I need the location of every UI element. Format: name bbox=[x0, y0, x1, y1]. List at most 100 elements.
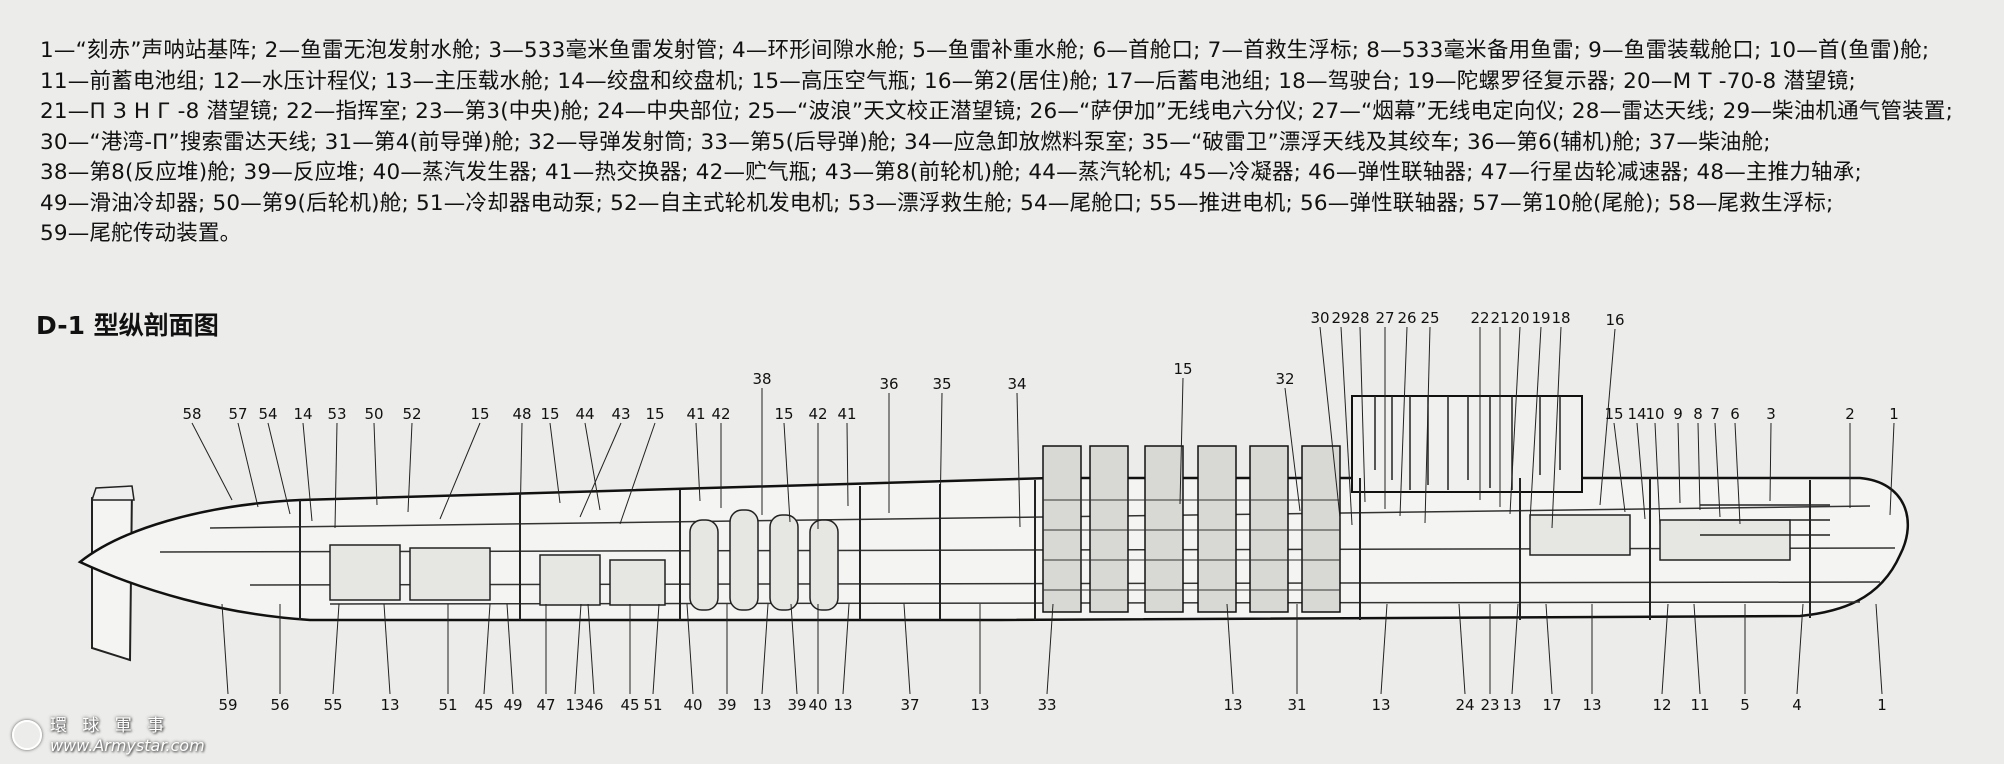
leader-line bbox=[1875, 603, 1883, 695]
callout-number: 15 bbox=[470, 405, 489, 423]
legend-entry: 3—533毫米鱼雷发射管; bbox=[488, 38, 725, 63]
leader-line bbox=[332, 603, 340, 695]
legend-entry: 5—鱼雷补重水舱; bbox=[912, 38, 1086, 63]
callout-number: 16 bbox=[1605, 311, 1624, 329]
legend-entry: 29—柴油机通气管装置; bbox=[1722, 99, 1954, 124]
torpedo-tubes bbox=[1700, 504, 1830, 536]
legend-entry: 54—尾舱口; bbox=[1020, 190, 1143, 216]
legend-entry: 48—主推力轴承; bbox=[1696, 160, 1862, 185]
legend-entry: 23—第3(中央)舱; bbox=[415, 99, 590, 124]
leader-line bbox=[1509, 326, 1521, 515]
callout-number: 8 bbox=[1693, 405, 1703, 423]
leader-line bbox=[1677, 422, 1681, 504]
legend-entry: 16—第2(居住)舱; bbox=[923, 68, 1099, 94]
leader-line bbox=[407, 422, 413, 513]
legend-entry: 9—鱼雷装载舱口; bbox=[1588, 38, 1762, 63]
callout-number: 13 bbox=[833, 696, 852, 714]
legend-entry: 26—“萨伊加”无线电六分仪; bbox=[1029, 99, 1305, 124]
legend-entry: 6—首舱口; bbox=[1092, 38, 1201, 63]
legend-entry: 2—鱼雷无泡发射水舱; bbox=[264, 38, 482, 63]
callout-number: 13 bbox=[1502, 696, 1521, 714]
callout-number: 13 bbox=[380, 696, 399, 714]
callout-number: 13 bbox=[1582, 696, 1601, 714]
callout-number: 56 bbox=[270, 696, 289, 714]
callout-number: 30 bbox=[1310, 309, 1329, 327]
callout-number: 46 bbox=[584, 696, 603, 714]
callout-number: 15 bbox=[774, 405, 793, 423]
stern-upper-fin bbox=[90, 485, 135, 501]
leader-line bbox=[1734, 422, 1741, 525]
callout-number: 14 bbox=[1627, 405, 1646, 423]
watermark: 環 球 軍 事 www.Armystar.com bbox=[8, 716, 205, 756]
legend-entry: 10—首(鱼雷)舱; bbox=[1768, 38, 1930, 63]
leader-line bbox=[1046, 603, 1054, 695]
callout-number: 35 bbox=[932, 375, 951, 393]
leader-line bbox=[1697, 422, 1701, 511]
callout-number: 50 bbox=[364, 405, 383, 423]
legend-entry: 4—环形间隙水舱; bbox=[731, 38, 906, 63]
legend-entry: 46—弹性联轴器; bbox=[1308, 160, 1474, 185]
callout-number: 55 bbox=[323, 696, 342, 714]
leader-line bbox=[686, 603, 694, 695]
leader-line bbox=[1551, 326, 1562, 529]
leader-line bbox=[373, 422, 378, 506]
legend-entry: 53—漂浮救生舱; bbox=[847, 190, 1014, 216]
leader-line bbox=[1889, 422, 1895, 516]
callout-number: 23 bbox=[1480, 696, 1499, 714]
callout-number: 42 bbox=[808, 405, 827, 423]
callout-number: 13 bbox=[970, 696, 989, 714]
legend-entry: 40—蒸汽发生器; bbox=[372, 160, 538, 185]
missile-tube-rings bbox=[1043, 499, 1340, 591]
leader-line bbox=[619, 422, 656, 525]
legend-entry: 15—高压空气瓶; bbox=[751, 68, 917, 94]
globe-logo-icon bbox=[12, 720, 42, 750]
callout-number: 34 bbox=[1007, 375, 1026, 393]
callout-number: 39 bbox=[787, 696, 806, 714]
callout-number: 38 bbox=[752, 370, 771, 388]
callout-number: 4 bbox=[1792, 696, 1802, 714]
callout-number: 13 bbox=[752, 696, 771, 714]
legend-entry: 45—冷凝器; bbox=[1179, 160, 1302, 185]
callout-number: 7 bbox=[1710, 405, 1720, 423]
leader-line bbox=[1693, 603, 1701, 695]
leader-line bbox=[587, 603, 595, 695]
watermark-brand: 環 球 軍 事 bbox=[50, 716, 170, 736]
callout-number: 40 bbox=[808, 696, 827, 714]
legend-entry: 1—“刻赤”声呐站基阵; bbox=[40, 38, 258, 63]
callout-number: 19 bbox=[1531, 309, 1550, 327]
callout-number: 24 bbox=[1455, 696, 1474, 714]
callout-number: 42 bbox=[711, 405, 730, 423]
legend-entry: 56—弹性联轴器; bbox=[1299, 190, 1466, 216]
callout-number: 43 bbox=[611, 405, 630, 423]
legend-entry: 44—蒸汽轮机; bbox=[1028, 160, 1173, 185]
legend-text: 1—“刻赤”声呐站基阵; 2—鱼雷无泡发射水舱; 3—533毫米鱼雷发射管; 4… bbox=[40, 36, 1970, 250]
diagram-title: D-1 型纵剖面图 bbox=[36, 311, 219, 340]
leader-line bbox=[584, 422, 601, 511]
legend-entry: 39—反应堆; bbox=[243, 160, 366, 185]
legend-entry: 33—第5(后导弹)舱; bbox=[700, 129, 897, 155]
legend-entry: 36—第6(辅机)舱; bbox=[1466, 129, 1642, 155]
callout-number: 41 bbox=[686, 405, 705, 423]
callout-number: 5 bbox=[1740, 696, 1750, 714]
callout-number: 9 bbox=[1673, 405, 1683, 423]
legend-entry: 38—第8(反应堆)舱; bbox=[40, 160, 237, 185]
callout-number: 29 bbox=[1331, 309, 1350, 327]
leader-line bbox=[302, 422, 313, 522]
legend-entry: 24—中央部位; bbox=[596, 99, 741, 124]
leader-line bbox=[1458, 603, 1466, 695]
legend-entry: 50—第9(后轮机)舱; bbox=[212, 190, 409, 216]
leader-line bbox=[903, 603, 911, 695]
legend-entry: 47—行星齿轮减速器; bbox=[1480, 160, 1690, 185]
callout-number: 18 bbox=[1551, 309, 1570, 327]
callout-number: 58 bbox=[182, 405, 201, 423]
callout-number: 2 bbox=[1845, 405, 1855, 423]
legend-entry: 13—主压载水舱; bbox=[384, 68, 551, 94]
callout-number: 40 bbox=[683, 696, 702, 714]
leader-line bbox=[1179, 377, 1184, 505]
callout-number: 13 bbox=[565, 696, 584, 714]
callout-number: 44 bbox=[575, 405, 594, 423]
callout-number: 39 bbox=[717, 696, 736, 714]
legend-entry: 51—冷却器电动泵; bbox=[415, 190, 604, 216]
callout-number: 53 bbox=[327, 405, 346, 423]
